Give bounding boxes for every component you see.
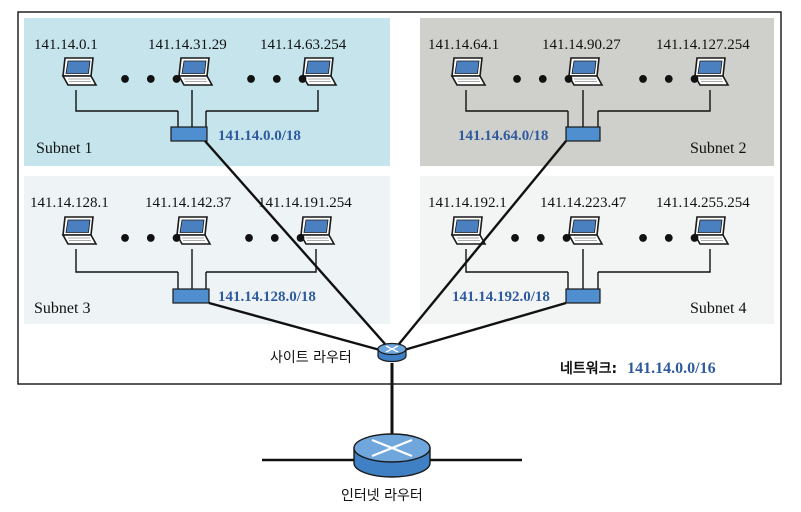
laptop-icon[interactable] xyxy=(62,216,97,245)
site-router[interactable] xyxy=(377,342,407,363)
subnet-2: 141.14.64.1 141.14.90.27 141.14.127.254 … xyxy=(428,37,750,157)
ellipsis: • • • xyxy=(508,227,576,252)
subnet-label: Subnet 4 xyxy=(690,300,746,317)
subnet-network-address: 141.14.128.0/18 xyxy=(218,289,316,305)
subnet-1: 141.14.0.1 141.14.31.29 141.14.63.254 • … xyxy=(34,37,347,157)
internet-router[interactable] xyxy=(353,433,431,478)
subnet-label: Subnet 3 xyxy=(34,300,90,317)
laptop-icon[interactable] xyxy=(451,216,486,245)
ellipsis: • • • xyxy=(118,68,186,93)
host-ip: 141.14.191.254 xyxy=(258,195,352,211)
switch-icon[interactable] xyxy=(172,288,210,304)
uplinks xyxy=(204,140,567,440)
ellipsis: • • • xyxy=(118,227,186,252)
switch-icon[interactable] xyxy=(565,288,601,304)
ellipsis: • • • xyxy=(510,68,578,93)
host-ip: 141.14.223.47 xyxy=(540,195,627,211)
subnet-network-address: 141.14.192.0/18 xyxy=(452,289,550,305)
host-ip: 141.14.192.1 xyxy=(428,195,507,211)
host-ip: 141.14.255.254 xyxy=(656,195,750,211)
subnet-network-address: 141.14.0.0/18 xyxy=(218,128,301,144)
site-router-label: 사이트 라우터 xyxy=(270,350,352,366)
host-ip: 141.14.64.1 xyxy=(428,37,499,53)
site-network-boundary xyxy=(17,11,782,385)
subnet-label: Subnet 1 xyxy=(36,140,92,157)
host-ip: 141.14.90.27 xyxy=(542,37,621,53)
host-ip: 141.14.128.1 xyxy=(30,195,109,211)
host-ip: 141.14.127.254 xyxy=(656,37,750,53)
host-ip: 141.14.31.29 xyxy=(148,37,227,53)
ellipsis: • • • xyxy=(244,68,312,93)
internet-router-label: 인터넷 라우터 xyxy=(341,488,423,504)
subnet-network-address: 141.14.64.0/18 xyxy=(458,128,548,144)
switch-icon[interactable] xyxy=(565,126,601,142)
subnet-3: 141.14.128.1 141.14.142.37 141.14.191.25… xyxy=(30,195,352,317)
laptop-icon[interactable] xyxy=(62,57,97,86)
ellipsis: • • • xyxy=(242,227,310,252)
subnet-label: Subnet 2 xyxy=(690,140,746,157)
host-ip: 141.14.0.1 xyxy=(34,37,98,53)
host-ip: 141.14.142.37 xyxy=(145,195,232,211)
network-label: 네트워크: 141.14.0.0/16 xyxy=(560,360,716,377)
ellipsis: • • • xyxy=(636,227,704,252)
switch-icon[interactable] xyxy=(170,126,208,142)
network-address: 141.14.0.0/16 xyxy=(627,360,715,377)
laptop-icon[interactable] xyxy=(451,57,486,86)
subnet-4: 141.14.192.1 141.14.223.47 141.14.255.25… xyxy=(428,195,750,317)
network-label-prefix: 네트워크: xyxy=(560,361,617,377)
ellipsis: • • • xyxy=(636,68,704,93)
host-ip: 141.14.63.254 xyxy=(260,37,347,53)
